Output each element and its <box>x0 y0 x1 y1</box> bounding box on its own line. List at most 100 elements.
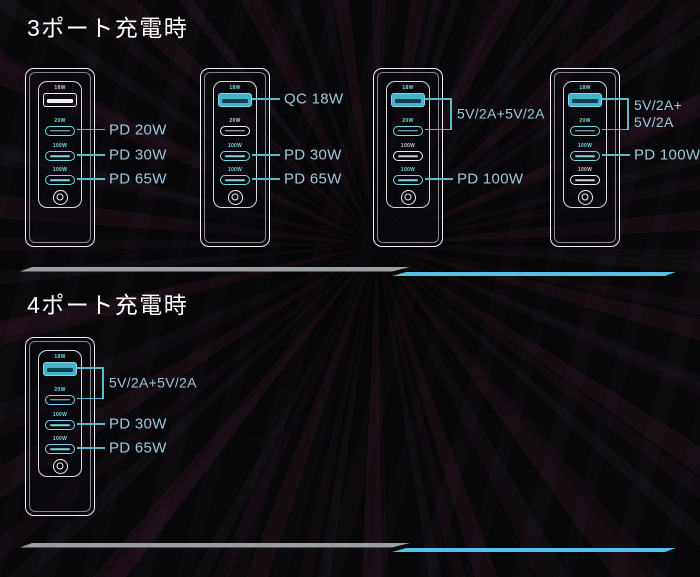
leader-line <box>252 154 280 156</box>
usb-c-port <box>45 175 75 185</box>
port-group-label: 5V/2A+5V/2A <box>457 106 545 123</box>
leader-line <box>77 154 105 156</box>
usb-c-port <box>393 151 423 161</box>
charger-port-panel <box>38 81 82 208</box>
leader-line <box>77 178 105 180</box>
usb-c-port <box>570 151 600 161</box>
divider-cyan-top <box>392 272 677 277</box>
usb-c-port <box>45 420 75 430</box>
usb-c-port <box>220 125 250 136</box>
port-output-label: PD 100W <box>457 170 524 188</box>
port-watt-label: 18W <box>54 85 66 91</box>
bracket-line-bottom <box>425 128 451 131</box>
usb-c-inner-slot <box>398 129 418 132</box>
port-group-label-line: 5V/2A+5V/2A <box>109 374 197 391</box>
port-output-label: PD 30W <box>284 146 342 164</box>
bracket-line-bottom <box>77 397 103 400</box>
port-watt-label: 20W <box>402 117 414 124</box>
usb-c-inner-slot <box>575 129 595 132</box>
usb-a-contact-bar <box>47 368 73 372</box>
port-group-label: 5V/2A+5V/2A <box>634 97 682 131</box>
usb-a-contact-bar <box>572 99 598 103</box>
port-output-label: PD 20W <box>109 121 167 138</box>
port-watt-label: 100W <box>400 167 416 173</box>
port-output-label: QC 18W <box>284 90 344 108</box>
usb-c-port <box>45 151 75 161</box>
usb-c-port <box>45 394 75 405</box>
leader-line <box>252 98 280 100</box>
usb-c-inner-slot <box>398 155 418 157</box>
leader-line <box>77 447 105 449</box>
port-output-label: PD 65W <box>284 170 342 188</box>
port-group-label: 5V/2A+5V/2A <box>109 375 197 392</box>
section-heading-4port: 4ポート充電時 <box>27 292 189 318</box>
usb-c-inner-slot <box>575 155 595 157</box>
usb-c-inner-slot <box>398 179 418 181</box>
bracket-line-vertical <box>450 98 452 131</box>
usb-a-port <box>43 93 77 107</box>
usb-c-inner-slot <box>50 179 70 181</box>
divider-gray-top <box>20 267 410 272</box>
usb-c-port <box>45 444 75 454</box>
port-watt-label: 20W <box>579 117 591 124</box>
usb-c-port <box>220 175 250 185</box>
usb-a-contact-bar <box>222 99 248 103</box>
power-indicator <box>400 189 416 205</box>
usb-a-port <box>568 93 602 107</box>
port-watt-label: 100W <box>52 167 68 173</box>
leader-line <box>425 178 453 180</box>
port-watt-label: 20W <box>229 117 241 124</box>
usb-c-inner-slot <box>50 129 70 132</box>
port-group-label-line: 5V/2A+ <box>634 97 683 114</box>
port-watt-label: 100W <box>52 412 68 418</box>
charger-port-panel <box>38 350 82 477</box>
usb-c-port <box>570 125 600 136</box>
power-indicator <box>52 189 68 205</box>
leader-line <box>602 154 630 156</box>
port-watt-label: 100W <box>400 143 416 149</box>
usb-c-port <box>393 175 423 185</box>
bracket-line-bottom <box>602 128 628 131</box>
port-output-label: PD 100W <box>634 146 700 164</box>
port-watt-label: 100W <box>227 167 243 173</box>
usb-a-contact-bar <box>395 99 421 103</box>
bracket-line-vertical <box>627 98 629 131</box>
port-watt-label: 100W <box>577 167 593 173</box>
port-output-label: PD 30W <box>109 146 167 164</box>
charger-inner-edge <box>204 72 266 243</box>
charger-port-panel <box>213 81 257 208</box>
port-output-label: PD 65W <box>109 170 167 188</box>
usb-c-inner-slot <box>225 179 245 181</box>
bracket-line-top <box>77 367 103 369</box>
usb-a-port <box>218 93 252 107</box>
port-watt-label: 18W <box>229 85 241 91</box>
charger-inner-edge <box>29 341 91 512</box>
power-indicator-inner <box>56 462 64 470</box>
usb-a-contact-bar <box>47 99 73 103</box>
leader-line <box>77 423 105 425</box>
port-group-label-line: 5V/2A+5V/2A <box>457 105 545 122</box>
port-watt-label: 100W <box>577 143 593 149</box>
usb-c-port <box>393 125 423 136</box>
usb-c-inner-slot <box>225 129 245 132</box>
charger-inner-edge <box>554 72 616 243</box>
port-output-label: PD 30W <box>109 415 167 433</box>
port-output-label: PD 65W <box>109 439 167 457</box>
leader-line <box>77 128 105 131</box>
port-watt-label: 20W <box>54 117 66 124</box>
power-indicator <box>227 189 243 205</box>
usb-c-port <box>570 175 600 185</box>
power-indicator <box>52 458 68 474</box>
bracket-line-vertical <box>102 367 104 400</box>
usb-a-port <box>43 362 77 376</box>
usb-c-inner-slot <box>50 155 70 157</box>
port-group-label-line: 5V/2A <box>634 114 674 131</box>
charger-inner-edge <box>29 72 91 243</box>
usb-c-inner-slot <box>50 424 70 426</box>
section-heading-3port: 3ポート充電時 <box>27 15 189 41</box>
